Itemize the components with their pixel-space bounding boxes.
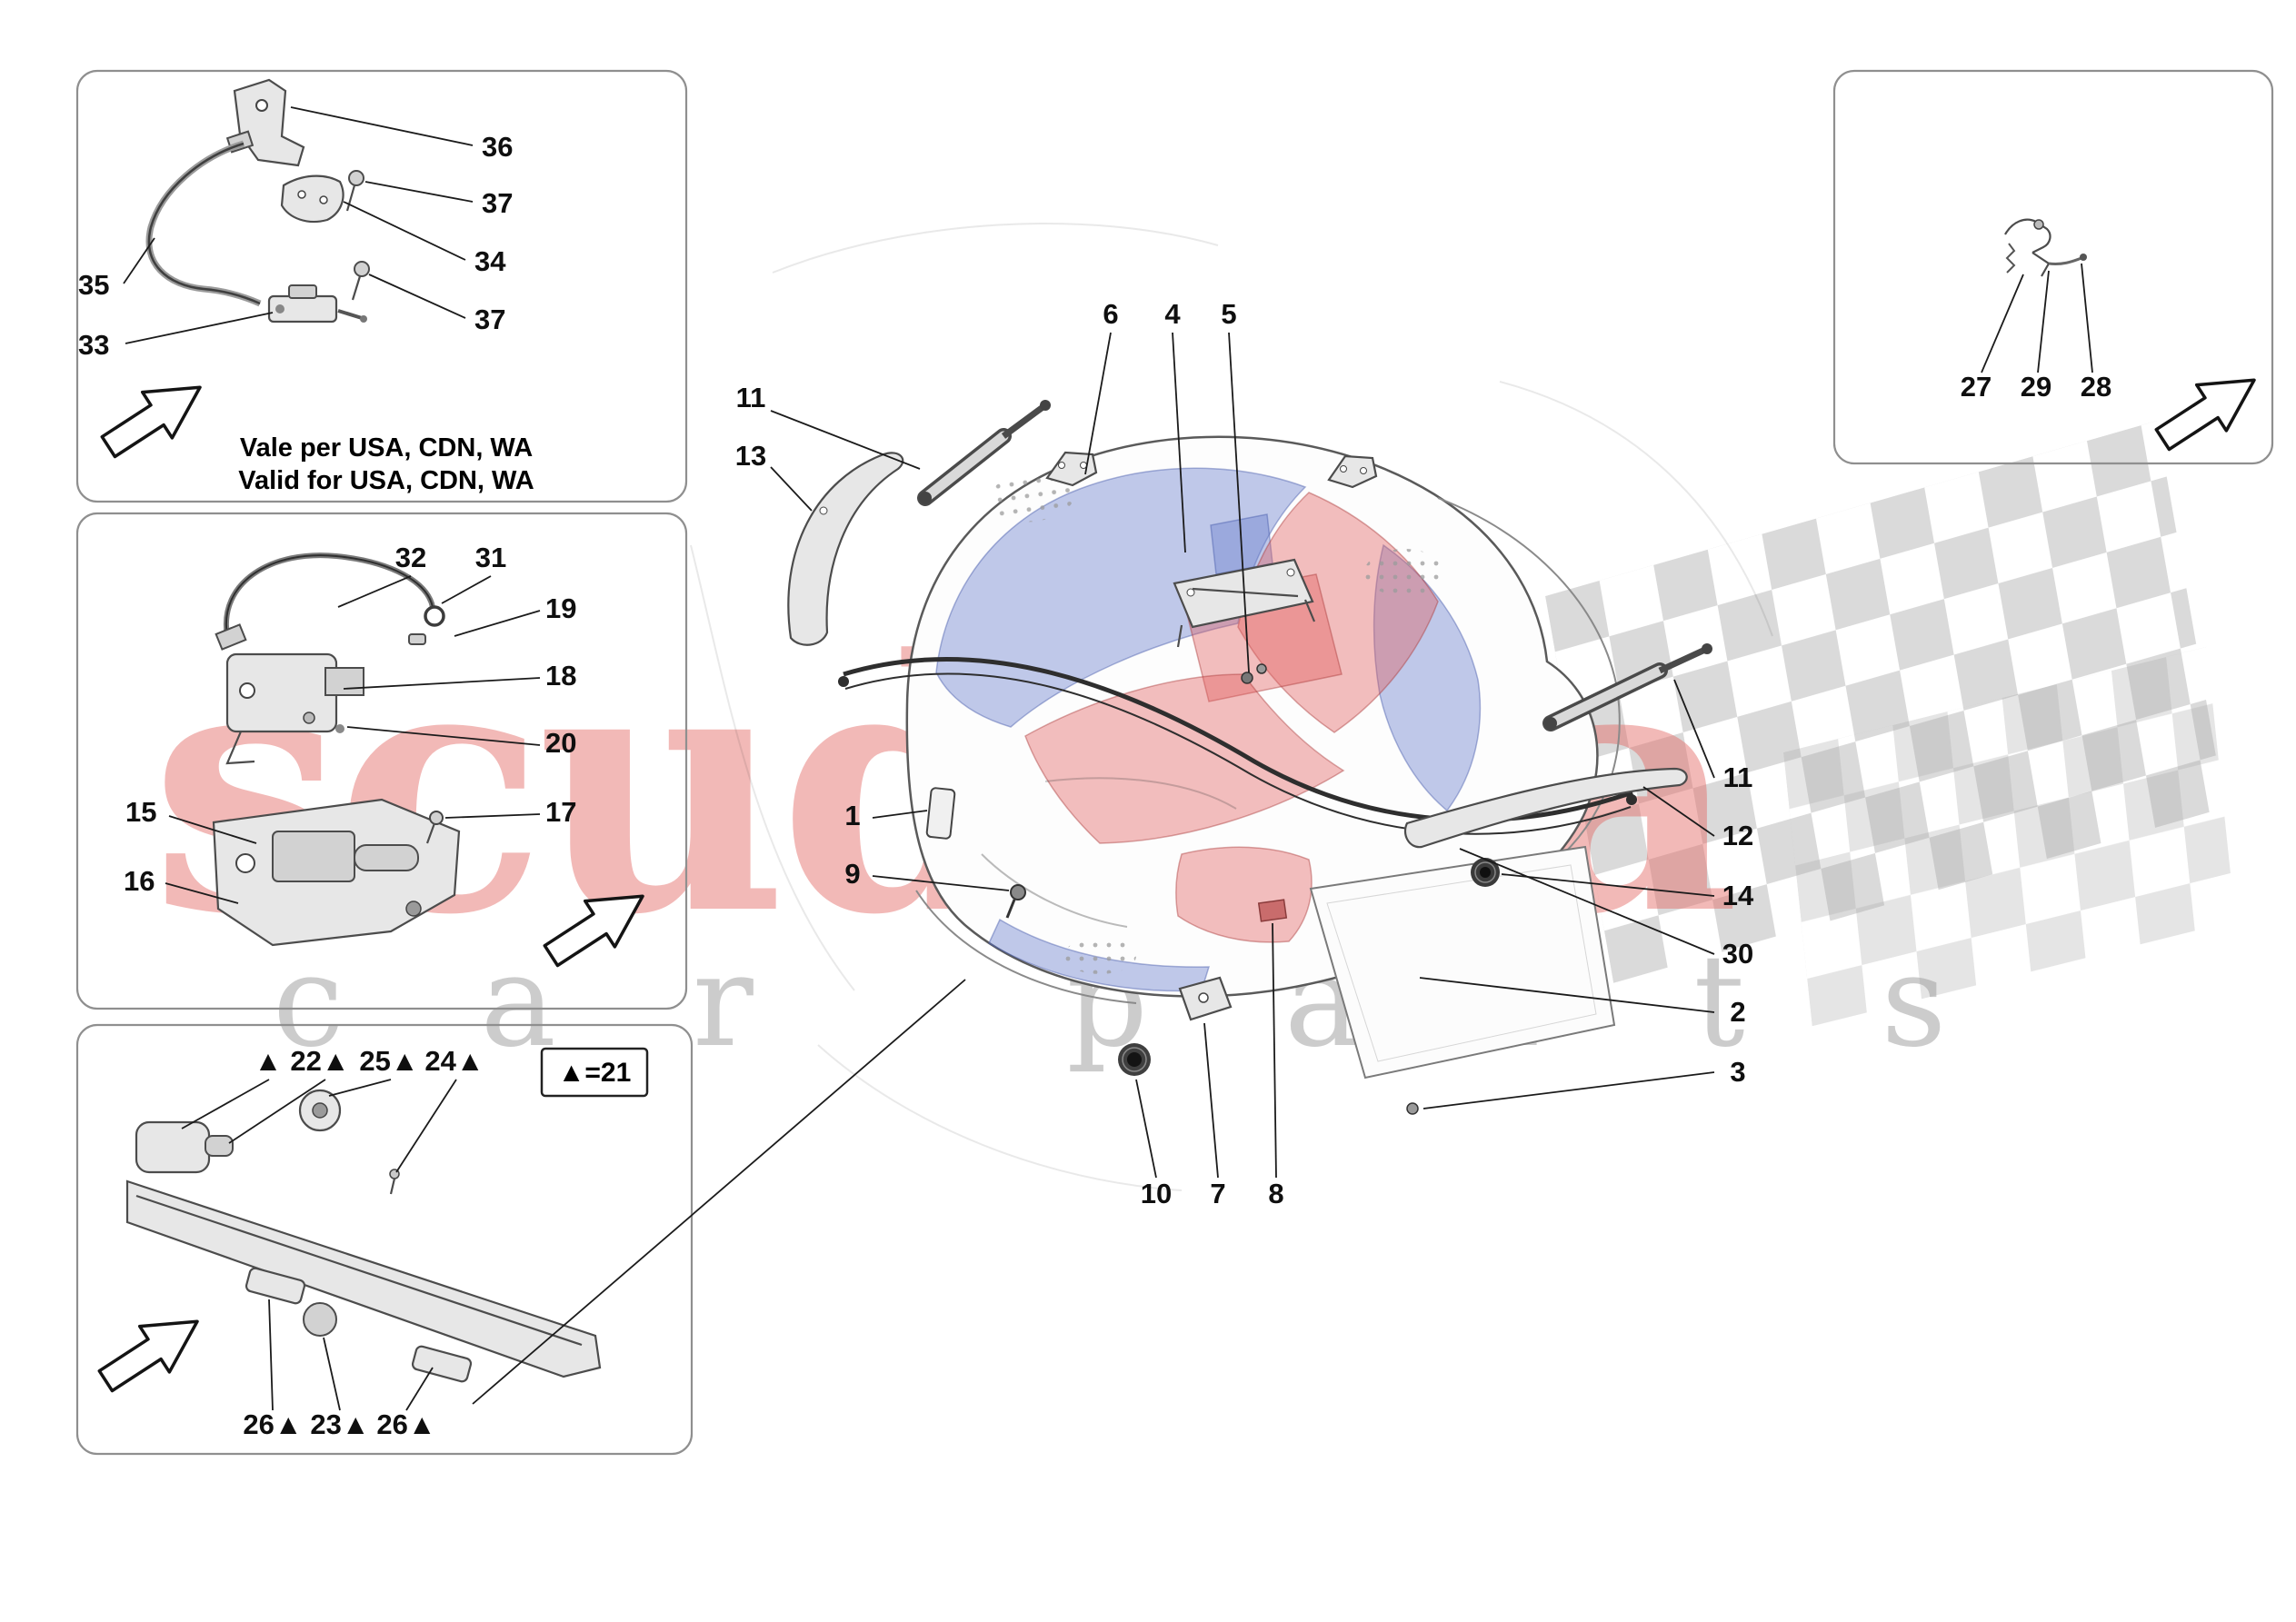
callout-29: 29: [2021, 371, 2051, 403]
direction-arrow-icon: [89, 1297, 215, 1406]
callout-37a: 37: [482, 187, 513, 219]
callout-26a: 26▲: [243, 1408, 302, 1440]
callout-28: 28: [2081, 371, 2111, 403]
inset-rail-assembly: ▲ 22▲ 25▲ 24▲ 26▲ 23▲ 26▲ ▲=21: [75, 1023, 694, 1456]
callout-6: 6: [1103, 298, 1118, 330]
callout-27: 27: [1961, 371, 1992, 403]
callout-15: 15: [125, 796, 156, 828]
caption-usa-italian: Vale per USA, CDN, WA: [240, 433, 533, 463]
callout-7: 7: [1210, 1178, 1225, 1209]
callout-17: 17: [545, 796, 576, 828]
callout-31: 31: [475, 542, 506, 573]
hinge-right: [1327, 454, 1378, 489]
item-7-bracket: [1178, 976, 1233, 1021]
callout-32: 32: [395, 542, 426, 573]
trim-strip-right: [1403, 767, 1688, 849]
harness-line: [981, 853, 1128, 928]
inset-usa-cdn-wa: 36 37 34 35 37 33 Vale per USA, CDN, WA …: [75, 69, 688, 503]
item-10-grommet: [1118, 1043, 1151, 1076]
inset-usa-border: [75, 69, 688, 503]
inset-release-detail: 27 29 28: [1832, 69, 2274, 465]
callout-3: 3: [1730, 1056, 1745, 1088]
perforation-cluster: [1063, 938, 1136, 974]
inset-latch-border: [75, 512, 688, 1010]
callout-1: 1: [844, 800, 860, 831]
callout-14: 14: [1722, 880, 1754, 911]
callout-12: 12: [1722, 820, 1753, 851]
item-8-duct: [1257, 899, 1288, 922]
callout-9: 9: [844, 858, 860, 890]
crossref-line-rail: [472, 979, 966, 1405]
callout-23: 23▲: [310, 1408, 369, 1440]
callout-18: 18: [545, 660, 576, 692]
caption-usa-english: Valid for USA, CDN, WA: [238, 466, 534, 495]
legend-text: ▲=21: [558, 1058, 632, 1088]
front-rail-and-components: [125, 1089, 602, 1383]
callout-11-left: 11: [736, 382, 766, 413]
trim-strip-left: [787, 452, 904, 646]
inset-rail-border: [75, 1023, 694, 1456]
callout-36: 36: [482, 131, 513, 163]
callout-11-right: 11: [1723, 761, 1753, 793]
safety-hook-assembly: [2004, 218, 2087, 277]
callout-26b: 26▲: [376, 1408, 435, 1440]
callout-2: 2: [1730, 996, 1745, 1028]
perforation-cluster: [989, 470, 1076, 522]
callout-22: 22▲: [290, 1045, 349, 1077]
callout-triangle: ▲: [255, 1045, 283, 1077]
highlight-blue-structure: [935, 467, 1482, 992]
wiring-harness: [215, 552, 445, 651]
hinge-left: [1045, 451, 1098, 487]
callout-30: 30: [1722, 938, 1753, 970]
bracket-screws: [1241, 663, 1267, 684]
callout-25: 25▲: [359, 1045, 418, 1077]
callout-37b: 37: [474, 304, 505, 335]
callout-5: 5: [1221, 298, 1236, 330]
perforation-cluster: [1364, 549, 1444, 596]
latch-actuator: [225, 652, 364, 765]
callout-19: 19: [545, 592, 576, 624]
callout-10: 10: [1141, 1178, 1172, 1209]
callout-13: 13: [735, 440, 766, 472]
inset-release-border: [1832, 69, 2274, 465]
main-diagram: 6 4 5 11 13 1 9 10 7 8 11 12 14 30 2 3: [472, 223, 1773, 1405]
direction-arrow-icon: [2146, 355, 2271, 464]
inset-latch-assembly: 32 31 19 18 20 15 17 16: [75, 512, 688, 1010]
item-9-stud: [1005, 884, 1026, 919]
gas-strut-left: [917, 400, 1051, 506]
callout-8: 8: [1268, 1178, 1283, 1209]
legend-box: [540, 1047, 649, 1098]
gas-strut-right: [1542, 643, 1712, 731]
hood-lock-mechanism: [212, 798, 461, 947]
hood-release-cable-assembly: [145, 78, 370, 323]
panel-bolt: [1406, 1102, 1419, 1115]
callout-20: 20: [545, 727, 576, 759]
callout-16: 16: [124, 865, 155, 897]
callout-4: 4: [1164, 298, 1181, 330]
harness-line: [1044, 777, 1237, 810]
item-14-bumper: [1471, 858, 1500, 887]
trim-hole: [819, 506, 828, 515]
callout-33: 33: [78, 329, 109, 361]
callout-35: 35: [78, 269, 109, 301]
direction-arrow-icon: [92, 363, 217, 472]
highlight-red-structure: [1024, 492, 1439, 943]
callout-24: 24▲: [424, 1045, 484, 1077]
callout-34: 34: [474, 245, 506, 277]
checkered-flag: [1545, 421, 2236, 1027]
item-1-pad: [925, 787, 956, 840]
lid-outer-skin-edge-lower: [915, 890, 1137, 1004]
